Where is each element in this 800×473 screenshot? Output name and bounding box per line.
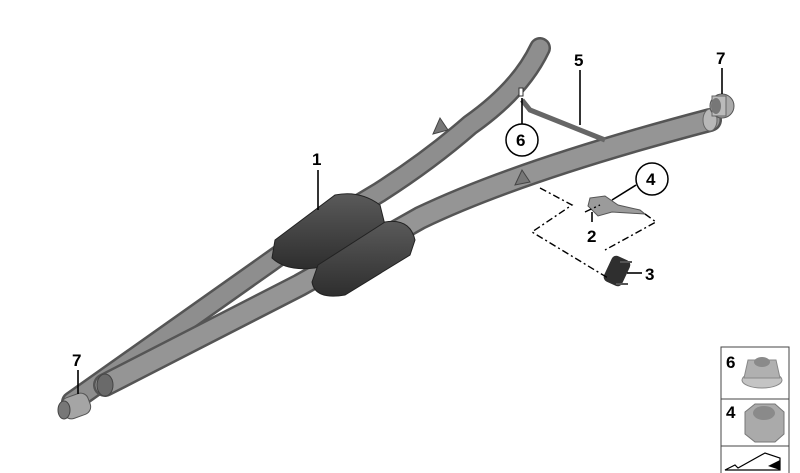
legend-panel: 6 4 xyxy=(720,346,790,473)
flange-nut-icon xyxy=(741,357,783,389)
pipe-hanger xyxy=(514,168,531,186)
center-muffler xyxy=(271,193,416,297)
legend-item-6[interactable]: 6 xyxy=(726,353,783,389)
callout-7-front[interactable]: 7 xyxy=(72,351,81,370)
callout-6[interactable]: 6 xyxy=(516,131,525,150)
callout-1[interactable]: 1 xyxy=(312,150,321,169)
assembly-line xyxy=(604,213,658,251)
svg-text:4: 4 xyxy=(726,403,736,422)
rubber-mount xyxy=(603,255,632,287)
stud xyxy=(518,87,524,97)
legend-item-bracket[interactable] xyxy=(724,452,781,471)
hex-nut-icon xyxy=(744,403,785,443)
clamp-rear xyxy=(709,93,735,119)
callout-circle xyxy=(505,123,539,157)
assembly-line xyxy=(584,204,601,213)
legend-item-4[interactable]: 4 xyxy=(726,403,785,443)
leader-line-4 xyxy=(611,184,637,201)
callout-5[interactable]: 5 xyxy=(574,51,583,70)
callout-circle xyxy=(635,162,669,196)
bracket-shape-shadow xyxy=(768,460,780,470)
clamp-front xyxy=(57,392,92,420)
assembly-line xyxy=(530,187,609,279)
pipe-hanger xyxy=(432,116,449,135)
callout-2[interactable]: 2 xyxy=(587,227,596,246)
cross-brace xyxy=(520,98,606,143)
pipe-end xyxy=(96,373,114,397)
callout-7-rear[interactable]: 7 xyxy=(716,49,725,68)
bracket xyxy=(587,195,647,217)
svg-text:6: 6 xyxy=(726,353,735,372)
callout-3[interactable]: 3 xyxy=(645,265,654,284)
callout-4[interactable]: 4 xyxy=(646,170,656,189)
